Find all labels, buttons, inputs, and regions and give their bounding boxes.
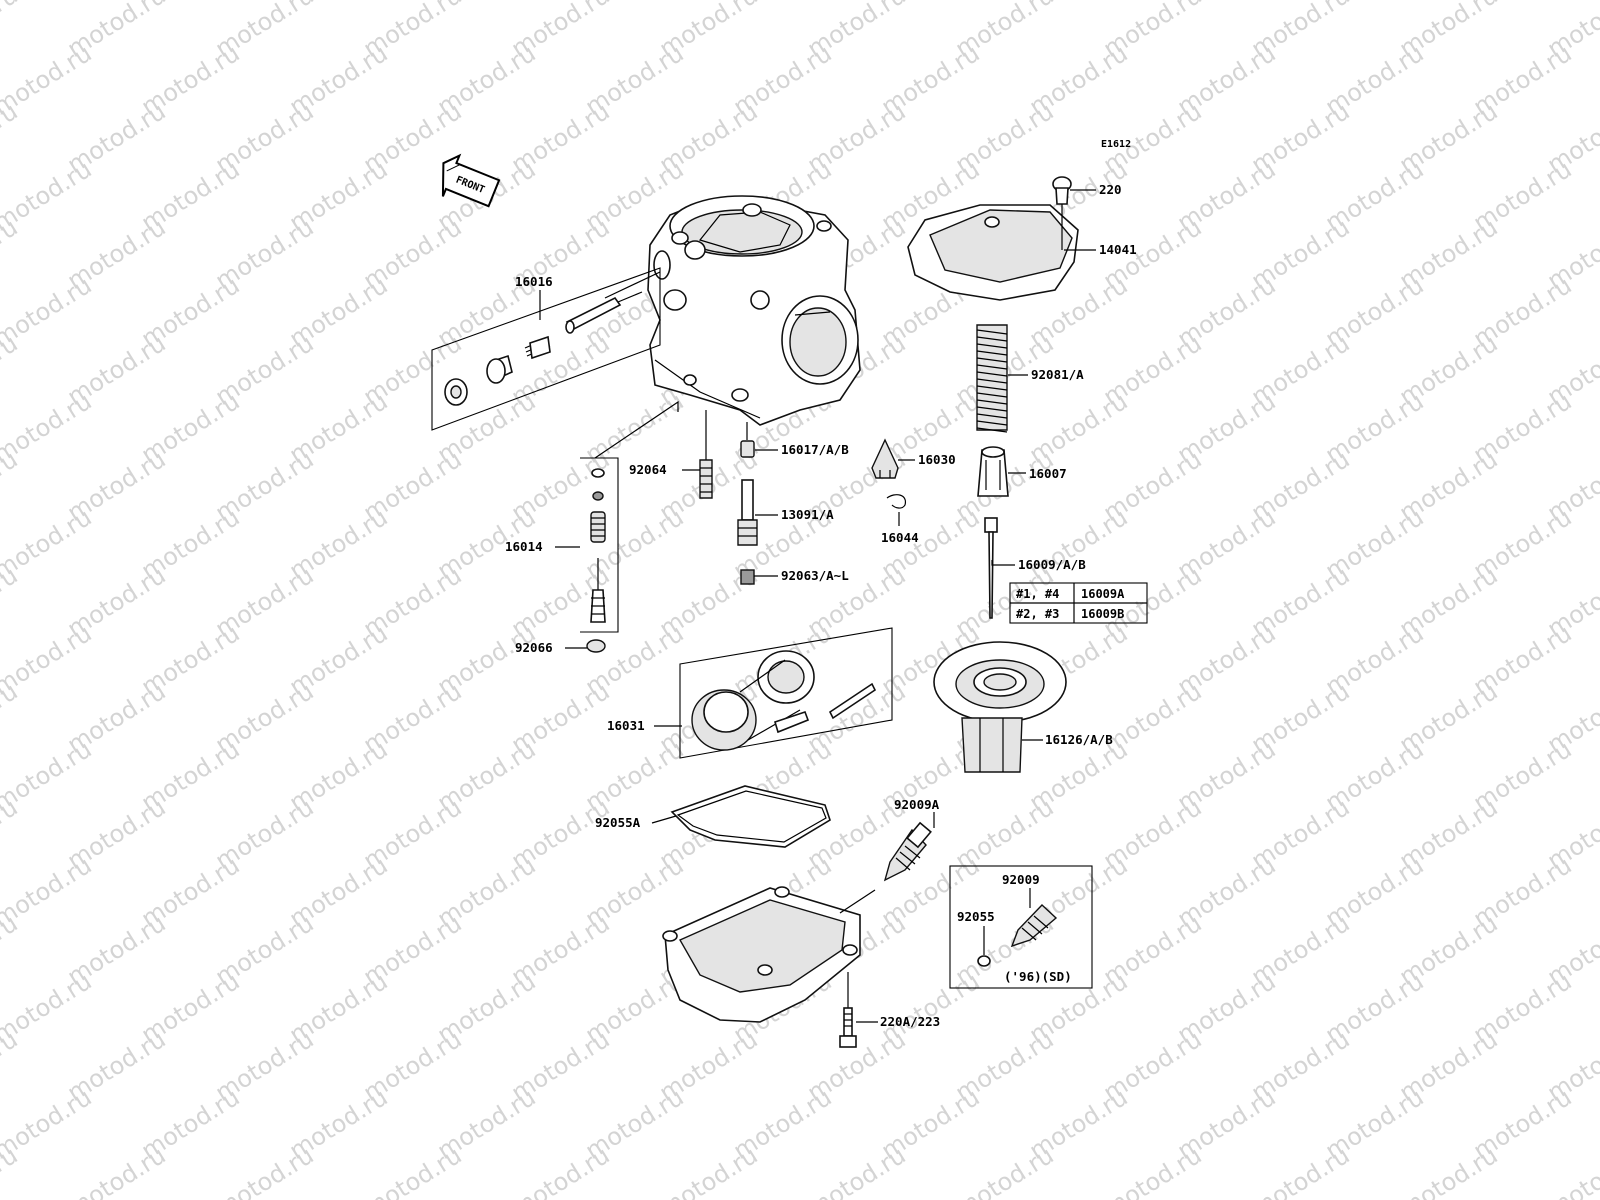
screw-92009A	[883, 821, 932, 882]
label-13091A: 13091/A	[781, 507, 834, 522]
label-92081A: 92081/A	[1031, 367, 1084, 382]
label-16030: 16030	[918, 452, 956, 467]
watermark-text: motod.ru	[1098, 1141, 1206, 1200]
bolt-220A	[839, 972, 857, 1048]
label-16126AB: 16126/A/B	[1045, 732, 1113, 747]
table-row-2-cyl: #2, #3	[1016, 607, 1059, 621]
spring-coil	[976, 427, 1008, 433]
watermark-text: motod.ru	[654, 1141, 762, 1200]
label-96-sd: ('96)(SD)	[1004, 969, 1072, 984]
label-92009A: 92009A	[894, 797, 940, 812]
spring-coil	[976, 350, 1008, 356]
float-bowl	[662, 886, 876, 1023]
jet-92064	[699, 410, 713, 499]
needle-table: #1, #4 16009A #2, #3 16009B	[1009, 582, 1148, 624]
spring-coil	[976, 420, 1008, 426]
label-16044: 16044	[881, 530, 919, 545]
label-14041: 14041	[1099, 242, 1137, 257]
watermark-text: motod.ru	[62, 1141, 170, 1200]
carburetor-body	[647, 195, 861, 426]
label-16031: 16031	[607, 718, 645, 733]
jet-needle-16009	[984, 517, 998, 619]
spring-coil	[976, 329, 1008, 335]
vacuum-piston-16126	[933, 641, 1067, 773]
gasket-92055A	[670, 785, 831, 848]
label-92055A: 92055A	[595, 815, 641, 830]
table-row-1-part: 16009A	[1081, 587, 1125, 601]
spring-coil	[976, 343, 1008, 349]
watermark-text: motod.ru	[506, 1141, 614, 1200]
spring-coil	[976, 357, 1008, 363]
watermark-text: motod.ru	[0, 0, 23, 63]
watermark-text: motod.ru	[1394, 1141, 1502, 1200]
plug-92066	[586, 639, 606, 653]
label-16017AB: 16017/A/B	[781, 442, 849, 457]
pilot-screw-group	[431, 267, 661, 431]
needle-jet-group	[580, 400, 679, 633]
label-220: 220	[1099, 182, 1122, 197]
label-92055: 92055	[957, 909, 995, 924]
label-92063AL: 92063/A~L	[781, 568, 849, 583]
spring-coil	[976, 392, 1008, 398]
spring-coil	[976, 399, 1008, 405]
jet-column	[737, 422, 758, 585]
spring-92081	[976, 324, 1008, 433]
watermark-text: motod.ru	[358, 1141, 466, 1200]
table-row-2-part: 16009B	[1081, 607, 1124, 621]
top-cover-14041	[907, 176, 1079, 301]
table-row-1-cyl: #1, #4	[1016, 587, 1059, 601]
sd-variant-box	[949, 865, 1093, 989]
spring-coil	[976, 371, 1008, 377]
diagram-code: E1612	[1101, 139, 1131, 150]
float-valve-16030	[871, 438, 899, 479]
front-arrow: FRONT	[441, 153, 501, 208]
label-92064: 92064	[629, 462, 667, 477]
holder-16007	[977, 446, 1009, 497]
spring-coil	[976, 406, 1008, 412]
spring-coil	[976, 413, 1008, 419]
label-16007: 16007	[1029, 466, 1067, 481]
label-220A223: 220A/223	[880, 1014, 940, 1029]
watermark-text: motod.ru	[802, 1141, 910, 1200]
watermark-text: motod.ru	[950, 1141, 1058, 1200]
leader-lines	[555, 189, 1096, 1023]
throttle-group-16031	[679, 627, 893, 759]
label-92066: 92066	[515, 640, 553, 655]
spring-coil	[976, 336, 1008, 342]
spring-coil	[976, 364, 1008, 370]
clip-16044	[886, 494, 907, 509]
spring-coil	[976, 385, 1008, 391]
spring-coil	[976, 378, 1008, 384]
label-16014: 16014	[505, 539, 543, 554]
watermark-text: motod.ru	[1246, 1141, 1354, 1200]
watermark-text: motod.ru	[210, 1141, 318, 1200]
watermark-text: motod.ru	[1542, 1141, 1600, 1200]
label-16009AB: 16009/A/B	[1018, 557, 1086, 572]
label-92009: 92009	[1002, 872, 1040, 887]
label-16016: 16016	[515, 274, 553, 289]
